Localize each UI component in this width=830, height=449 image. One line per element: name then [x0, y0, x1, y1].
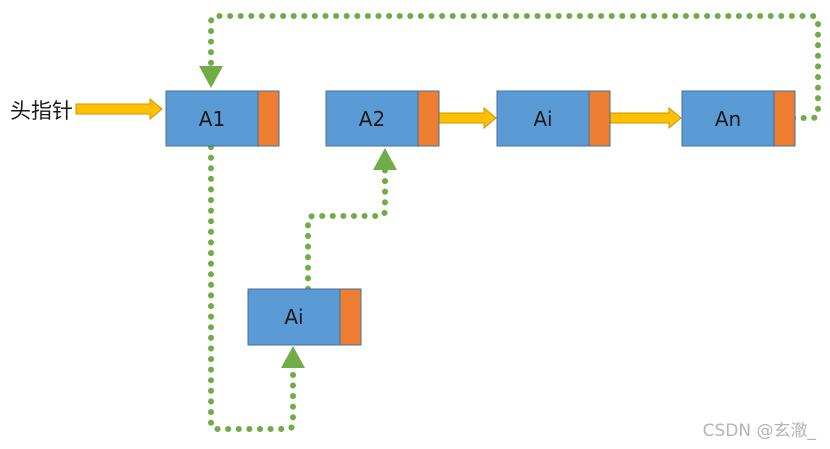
node-ai-top: Ai: [496, 90, 611, 147]
watermark: CSDN @玄澈_: [702, 421, 816, 441]
node-label: Ai: [533, 107, 552, 131]
node-label: Ai: [284, 305, 303, 329]
arrow-a2-to-ai: [438, 106, 497, 130]
arrowhead-into-a1: [199, 66, 223, 88]
node-a2: A2: [325, 90, 440, 147]
dotted-arrowheads: [199, 66, 397, 368]
a1-to-inserted-ai-path: [208, 144, 296, 432]
arrowhead-into-inserted-ai: [281, 346, 305, 368]
node-label: An: [715, 107, 741, 131]
node-ai-inserted: Ai: [247, 288, 362, 346]
dotted-arrows: [208, 13, 821, 432]
node-label: A1: [199, 107, 225, 131]
arrowhead-into-a2: [373, 148, 397, 170]
node-a1: A1: [165, 90, 280, 147]
inserted-ai-to-a2-path: [305, 167, 388, 292]
head-pointer-label: 头指针: [10, 99, 73, 123]
solid-arrows: [75, 97, 682, 130]
arrow-ai-to-an: [609, 106, 682, 130]
head-arrow: [75, 97, 163, 121]
node-an: An: [681, 90, 796, 147]
circular-link-path: [208, 13, 821, 121]
node-label: A2: [359, 107, 385, 131]
